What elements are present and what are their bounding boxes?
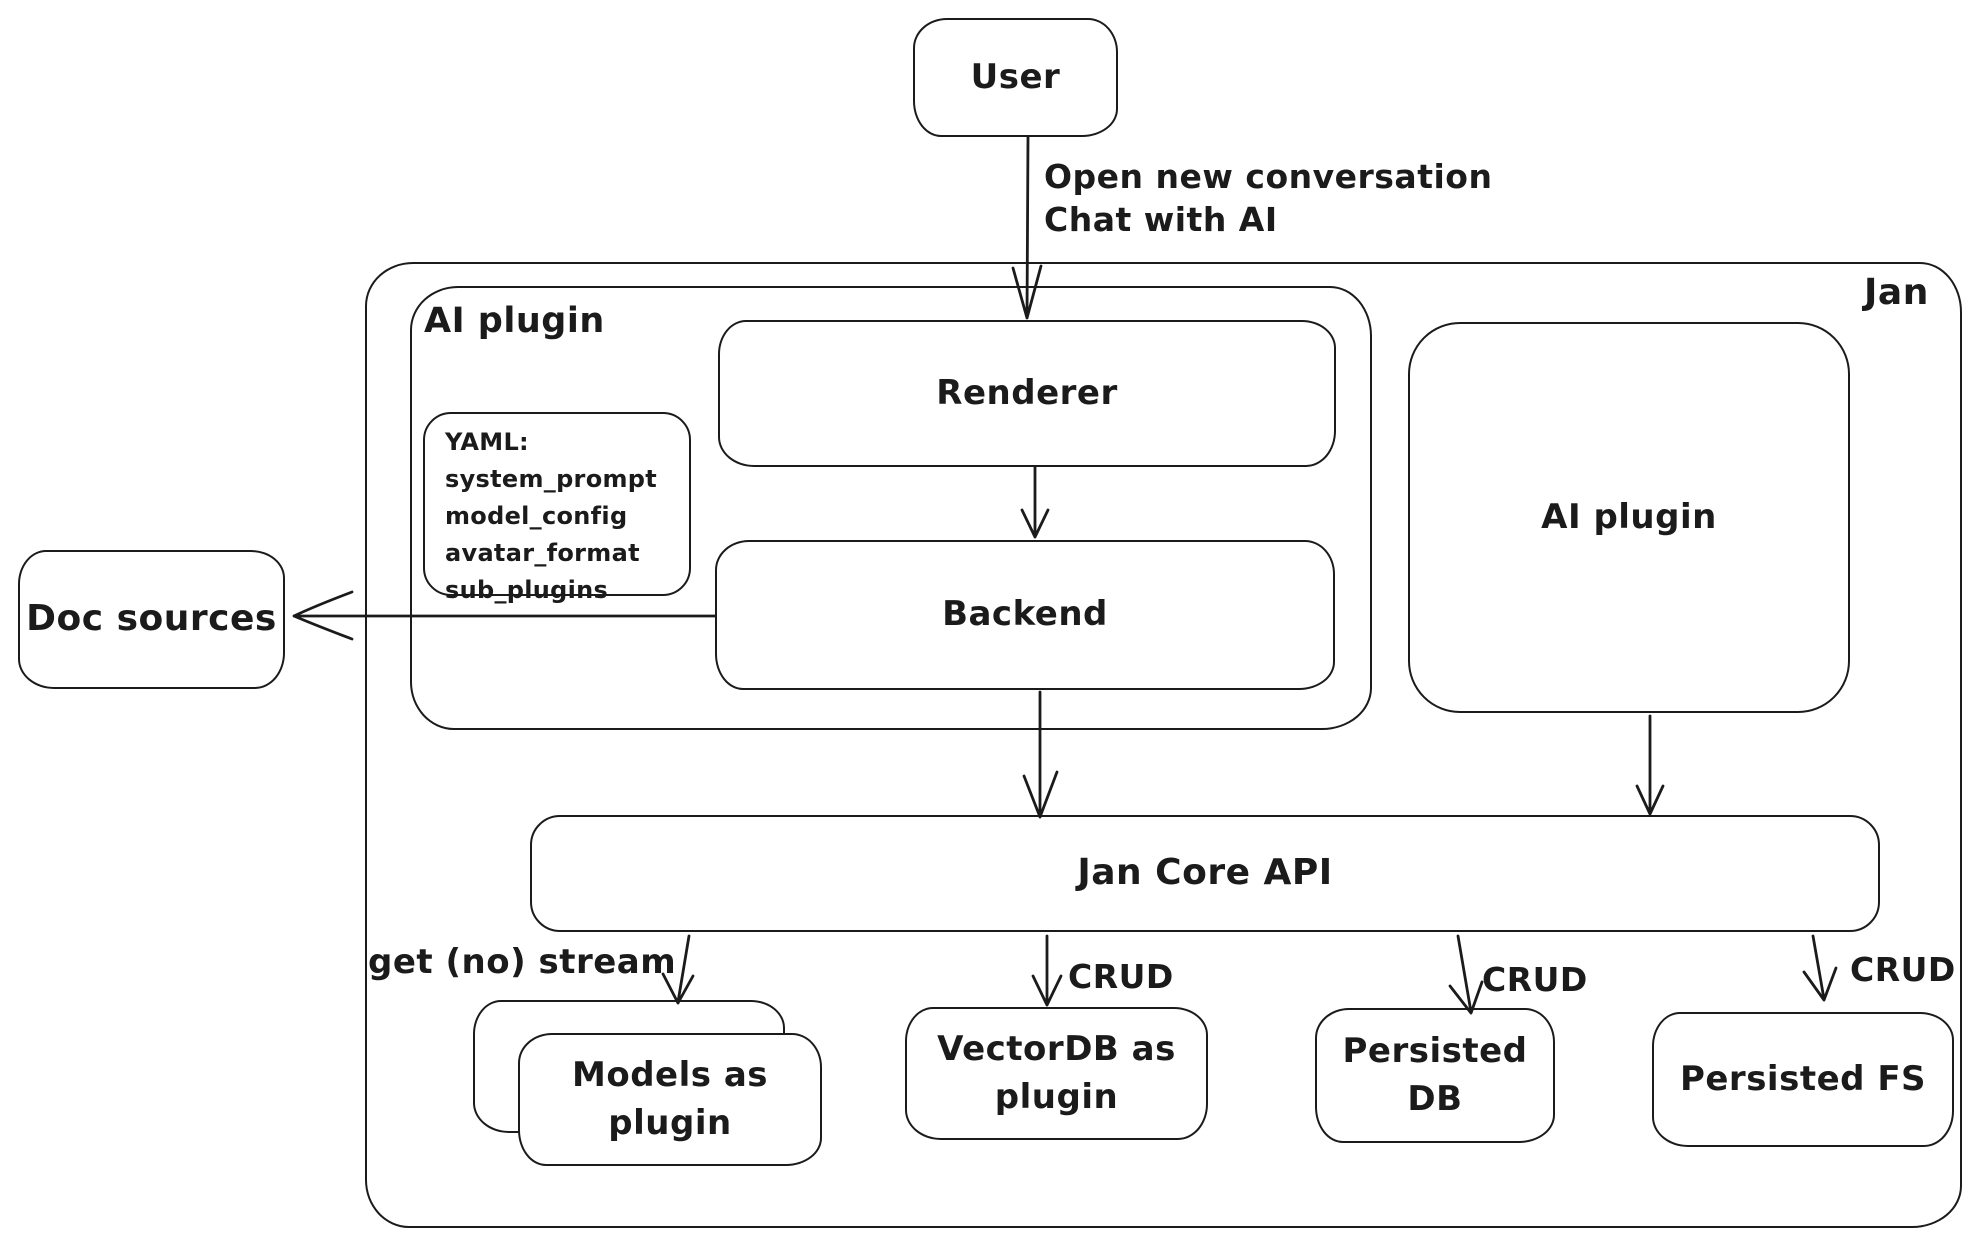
node-jan-core-api[interactable]: Jan Core API xyxy=(530,815,1880,932)
node-backend-label: Backend xyxy=(942,594,1108,635)
node-jan-core-api-label: Jan Core API xyxy=(1077,852,1333,894)
ai-plugin-group[interactable] xyxy=(410,286,1372,730)
node-user-label: User xyxy=(970,56,1061,97)
yaml-note-line: avatar_format xyxy=(445,539,640,567)
node-persisted-db-label: Persisted DB xyxy=(1342,1030,1528,1119)
node-user[interactable]: User xyxy=(913,18,1118,137)
node-doc-sources[interactable]: Doc sources xyxy=(18,550,285,689)
node-persisted-fs[interactable]: Persisted FS xyxy=(1652,1012,1954,1147)
node-vectordb-as-plugin-label: VectorDB as plugin xyxy=(937,1028,1176,1117)
yaml-note-line: YAML: xyxy=(445,428,529,456)
node-renderer-label: Renderer xyxy=(936,372,1118,413)
yaml-note-line: sub_plugins xyxy=(445,576,609,604)
node-ai-plugin-right[interactable]: AI plugin xyxy=(1408,322,1850,713)
node-models-as-plugin[interactable]: Models as plugin xyxy=(518,1033,822,1166)
edge-label-chat-with-ai: Chat with AI xyxy=(1044,200,1278,239)
node-persisted-db[interactable]: Persisted DB xyxy=(1315,1008,1555,1143)
edge-label-get-no-stream: get (no) stream xyxy=(368,942,677,982)
node-renderer[interactable]: Renderer xyxy=(718,320,1336,467)
node-models-as-plugin-label: Models as plugin xyxy=(572,1054,768,1143)
edge-label-open-conversation: Open new conversation xyxy=(1044,157,1493,196)
yaml-note-line: system_prompt xyxy=(445,465,658,493)
node-doc-sources-label: Doc sources xyxy=(26,598,277,640)
node-persisted-fs-label: Persisted FS xyxy=(1679,1058,1927,1099)
edge-label-crud-persisted-fs: CRUD xyxy=(1850,950,1956,989)
node-ai-plugin-right-label: AI plugin xyxy=(1541,496,1717,537)
edge-label-crud-persisted-db: CRUD xyxy=(1482,960,1588,999)
node-vectordb-as-plugin[interactable]: VectorDB as plugin xyxy=(905,1007,1208,1140)
yaml-note-line: model_config xyxy=(445,502,628,530)
ai-plugin-group-label: AI plugin xyxy=(424,301,605,341)
yaml-note[interactable]: YAML: system_prompt model_config avatar_… xyxy=(423,412,691,604)
edge-label-crud-vectordb: CRUD xyxy=(1068,957,1174,996)
jan-container-label: Jan xyxy=(1864,272,1929,313)
jan-container[interactable] xyxy=(365,262,1962,1228)
node-backend[interactable]: Backend xyxy=(715,540,1335,690)
